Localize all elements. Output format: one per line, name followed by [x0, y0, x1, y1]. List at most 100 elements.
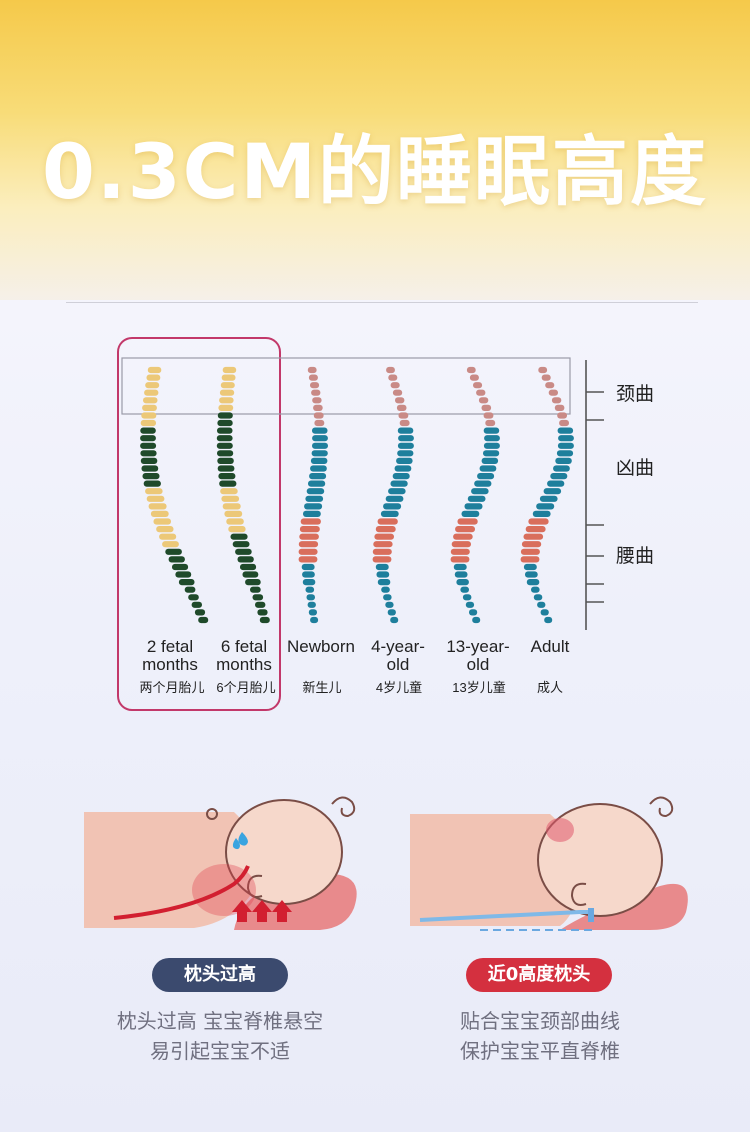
vertebra-segment — [532, 510, 551, 517]
vertebra-segment — [460, 586, 469, 593]
vertebra-segment — [555, 457, 572, 464]
vertebra-segment — [526, 579, 540, 586]
baby-body-right — [410, 814, 579, 926]
stage-0-zh: 两个月胎儿 — [139, 680, 204, 695]
vertebra-segment — [485, 419, 496, 427]
vertebra-segment — [307, 366, 317, 374]
vertebra-segment — [257, 609, 268, 616]
vertebra-segment — [395, 397, 405, 404]
stage-4-en2: old — [467, 655, 490, 674]
vertebra-segment — [220, 488, 238, 495]
vertebra-segment — [191, 601, 202, 608]
vertebra-segment — [298, 541, 319, 548]
vertebra-segment — [310, 457, 328, 464]
vertebra-segment — [217, 450, 234, 457]
vertebra-segment — [224, 510, 243, 517]
vertebra-segment — [453, 563, 467, 571]
vertebra-segment — [525, 526, 546, 533]
vertebra-segment — [558, 435, 574, 442]
vertebra-segment — [178, 579, 195, 586]
vertebra-segment — [311, 389, 321, 396]
vertebra-segment — [314, 419, 325, 427]
vertebra-segment — [302, 571, 315, 578]
vertebra-segment — [298, 556, 318, 563]
vertebra-segment — [312, 435, 328, 442]
stage-3-en1: 4-year- — [371, 637, 425, 656]
vertebra-segment — [394, 465, 412, 472]
vertebra-segment — [142, 404, 157, 411]
vertebra-segment — [299, 526, 320, 533]
header-background — [0, 0, 750, 320]
vertebra-segment — [531, 586, 540, 593]
vertebra-segment — [383, 503, 402, 510]
illustration-zero-pillow — [410, 796, 688, 931]
vertebra-segment — [219, 389, 235, 396]
vertebra-segment — [372, 548, 392, 555]
vertebra-segment — [388, 488, 406, 495]
stage-1-en2: months — [216, 655, 272, 674]
stage-0-en1: 2 fetal — [147, 637, 193, 656]
vertebra-segment — [165, 548, 182, 555]
vertebra-segment — [298, 548, 318, 555]
spine-diagram: 颈曲 凶曲 腰曲 2 fetal months 6 fetal months N… — [117, 337, 654, 711]
vertebra-segment — [145, 382, 160, 389]
vertebra-segment — [312, 427, 328, 434]
vertebra-segment — [483, 427, 500, 434]
vertebra-segment — [455, 526, 475, 533]
ear-icon — [246, 874, 263, 898]
fetal-highlight-frame — [117, 337, 281, 711]
vertebra-segment — [217, 465, 235, 472]
vertebra-segment — [520, 548, 540, 555]
vertebra-segment — [373, 541, 393, 548]
vertebra-segment — [547, 480, 565, 487]
stage-4-en1: 13-year- — [446, 637, 509, 656]
vertebra-segment — [142, 473, 160, 480]
page-title: 0.3CM的睡眠高度 — [41, 127, 709, 216]
vertebra-segment — [392, 389, 403, 396]
vertebra-segment — [483, 442, 500, 449]
vertebra-segment — [168, 556, 185, 563]
vertebra-segment — [310, 465, 327, 472]
vertebra-segment — [372, 556, 392, 563]
vertebra-segment — [548, 389, 558, 396]
vertebra-segment — [140, 450, 157, 457]
vertebra-segment — [141, 412, 157, 419]
vertebra-segment — [228, 526, 246, 533]
eye-icon — [206, 808, 218, 820]
vertebra-segment — [221, 374, 236, 381]
vertebra-segment — [312, 397, 322, 404]
vertebra-segment — [541, 374, 551, 381]
vertebra-segment — [307, 601, 316, 608]
vertebra-segment — [374, 533, 394, 540]
vertebra-segment — [398, 412, 409, 419]
tear-drop-icon — [232, 838, 240, 850]
vertebra-segment — [237, 556, 254, 563]
vertebra-segment — [301, 563, 315, 571]
vertebra-segment — [159, 533, 177, 540]
curve-label-lumbar: 腰曲 — [616, 545, 654, 567]
vertebra-segment — [140, 427, 156, 434]
vertebra-segment — [539, 495, 558, 502]
vertebra-segment — [380, 510, 399, 517]
vertebra-segment — [550, 473, 568, 480]
vertebra-segment — [484, 435, 500, 442]
stage-labels-zh: 两个月胎儿 6个月胎儿 新生儿 4岁儿童 13岁儿童 成人 — [139, 680, 563, 695]
vertebra-segment — [250, 586, 261, 593]
vertebra-segment — [140, 435, 156, 442]
vertebra-segment — [376, 571, 390, 578]
vertebra-segment — [140, 419, 156, 427]
vertebra-segment — [462, 594, 472, 601]
vertebra-segment — [457, 518, 478, 525]
stage-1-en1: 6 fetal — [221, 637, 267, 656]
vertebra-segment — [259, 616, 270, 624]
vertebra-segment — [305, 495, 324, 502]
vertebra-segment — [385, 495, 404, 502]
vertebra-segment — [217, 412, 233, 419]
vertebra-segment — [483, 412, 494, 419]
vertebra-segment — [217, 457, 234, 464]
vertebra-segment — [386, 366, 395, 374]
vertebra-segment — [148, 503, 167, 510]
vertebra-segment — [481, 457, 499, 464]
vertebra-segment — [479, 465, 497, 472]
spine-columns — [140, 366, 574, 624]
